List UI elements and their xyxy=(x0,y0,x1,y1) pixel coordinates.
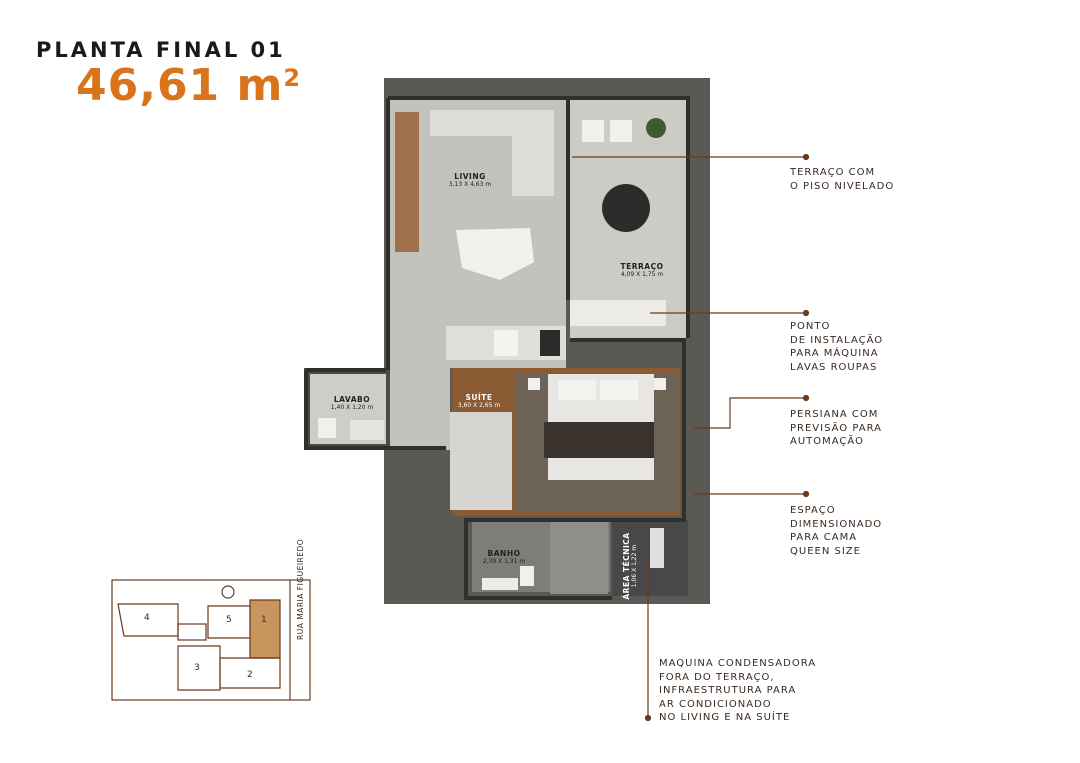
key-plan-frame xyxy=(111,579,311,701)
annotation-ponto: PONTO DE INSTALAÇÃO PARA MÁQUINA LAVAS R… xyxy=(790,321,884,373)
key-core xyxy=(177,623,207,641)
dining-table xyxy=(456,228,534,280)
wall-suite-top xyxy=(464,338,686,600)
annotation-persiana: PERSIANA COM PREVISÃO PARA AUTOMAÇÃO xyxy=(790,409,882,447)
annotation-terraco: TERRAÇO COM O PISO NIVELADO xyxy=(790,167,895,192)
room-lavabo: LAVABO 1,40 X 1,20 m xyxy=(330,395,374,411)
room-area-tecnica: ÁREA TÉCNICA 1,06 X 1,22 m xyxy=(622,532,638,600)
key-label-5: 5 xyxy=(226,615,232,625)
sink-banho xyxy=(482,578,518,590)
key-unit-1 xyxy=(249,599,281,659)
tv-shelf xyxy=(395,112,419,252)
hall-floor xyxy=(390,368,450,450)
room-living: LIVING 3,13 X 4,63 m xyxy=(448,172,492,188)
wall-outline xyxy=(388,96,690,338)
key-plan-street: RUA MARIA FIGUEIREDO xyxy=(296,538,305,640)
terraco-bench-2 xyxy=(610,120,632,142)
kitchen-sink xyxy=(494,330,518,356)
room-terraco: TERRAÇO 4,09 X 1,75 m xyxy=(620,262,664,278)
annotation-espaco: ESPAÇO DIMENSIONADO PARA CAMA QUEEN SIZE xyxy=(790,505,883,557)
nightstand-right xyxy=(654,378,666,390)
lavabo-toilet xyxy=(318,418,336,438)
shower xyxy=(550,520,608,594)
pillow-left xyxy=(558,380,596,400)
condenser xyxy=(650,528,664,568)
key-label-2: 2 xyxy=(247,670,253,680)
key-unit-2 xyxy=(219,657,281,689)
key-label-4: 4 xyxy=(144,613,150,623)
plan-title: PLANTA FINAL 01 xyxy=(36,38,286,62)
nightstand-left xyxy=(528,378,540,390)
sofa xyxy=(430,110,554,136)
key-compass xyxy=(221,585,235,599)
terraco-table xyxy=(602,184,650,232)
cooktop xyxy=(540,330,560,356)
terraco-plant xyxy=(646,118,666,138)
terraco-bench-1 xyxy=(582,120,604,142)
key-label-3: 3 xyxy=(194,663,200,673)
bed-blanket xyxy=(544,422,654,458)
toilet-banho xyxy=(520,566,534,586)
annotation-condensadora: MAQUINA CONDENSADORA FORA DO TERRAÇO, IN… xyxy=(659,658,817,723)
plan-area: 46,61 m2 xyxy=(76,60,302,111)
wall-lavabo xyxy=(304,368,446,450)
key-plan xyxy=(111,579,311,701)
leader-persiana xyxy=(694,397,806,429)
pillow-right xyxy=(600,380,638,400)
room-suite: SUÍTE 3,60 X 2,65 m xyxy=(457,393,501,409)
sofa-chaise xyxy=(512,136,554,196)
lavabo-sink xyxy=(350,420,384,440)
key-unit-3 xyxy=(177,645,221,691)
room-banho: BANHO 2,39 X 1,31 m xyxy=(482,549,526,565)
key-label-1: 1 xyxy=(261,615,267,625)
wardrobe xyxy=(450,412,512,510)
